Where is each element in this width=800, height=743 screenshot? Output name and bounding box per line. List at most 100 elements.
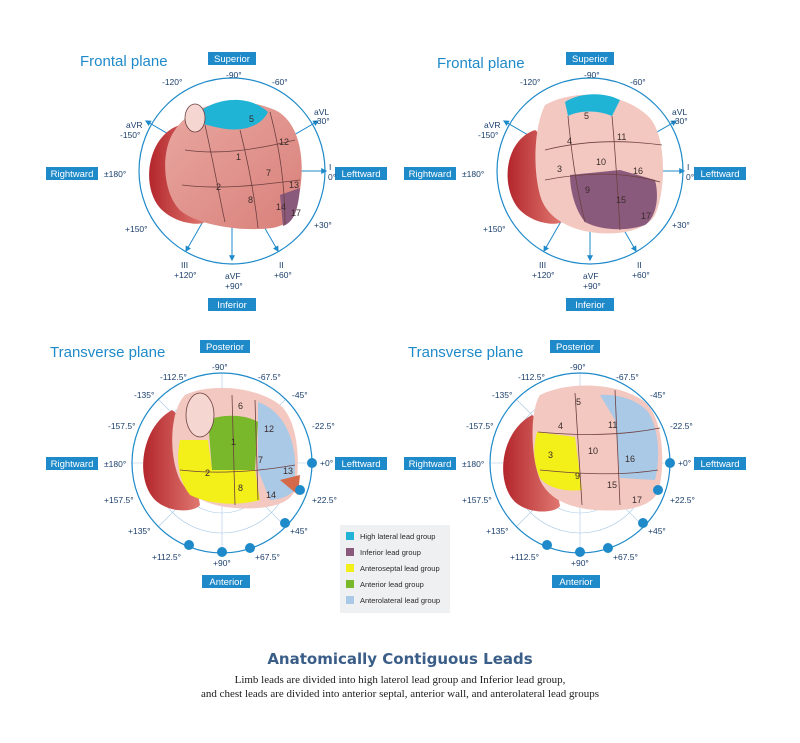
angle-label: ±180° [104, 459, 126, 469]
angle-label: +60° [274, 270, 292, 280]
segment-4: 4 [558, 421, 563, 431]
lead-v3-marker [245, 543, 255, 553]
angle-label: ±180° [462, 459, 484, 469]
lead-label: aVL [672, 107, 687, 117]
angle-label: +112.5° [152, 552, 181, 562]
angle-label: -157.5° [466, 421, 494, 431]
angle-labels: -112.5° -90° -67.5° -135° -45° -157.5° -… [462, 362, 695, 568]
caption-line-2: and chest leads are divided into anterio… [201, 688, 599, 700]
lead-v4-marker [638, 518, 648, 528]
legend-item-high-lateral: High lateral lead group [346, 530, 435, 542]
segment-5: 5 [584, 111, 589, 121]
angle-label: -45° [292, 390, 308, 400]
posterior-tag [550, 340, 600, 353]
panel-title: Frontal plane [80, 53, 168, 70]
leftward-label: Lefttward [700, 459, 739, 470]
leftward-tag [335, 167, 387, 180]
angle-label: -150° [478, 130, 498, 140]
superior-label: Superior [214, 54, 250, 65]
anterior-label: Anterior [209, 577, 242, 588]
anteroseptal-region [534, 432, 582, 491]
segment-16: 16 [625, 454, 635, 464]
lead-group-legend: High lateral lead group Inferior lead gr… [340, 525, 450, 613]
leftward-tag [694, 167, 746, 180]
angle-label: +90° [571, 558, 589, 568]
angle-label: -90° [570, 362, 586, 372]
lead-label: II [279, 260, 284, 270]
legend-label: Anterolateral lead group [360, 595, 441, 605]
segment-5: 5 [576, 397, 581, 407]
angle-label: +30° [672, 220, 690, 230]
lead-label: aVR [484, 120, 501, 130]
posterior-tag [200, 340, 250, 353]
angle-label: +90° [213, 558, 231, 568]
lead-label: I [329, 162, 331, 172]
posterior-label: Posterior [206, 342, 244, 353]
lead-label: aVL [314, 107, 329, 117]
posterior-label: Posterior [556, 342, 594, 353]
segment-1: 1 [236, 152, 241, 162]
segment-labels: 1 2 6 7 8 12 13 14 [205, 401, 293, 500]
segment-9: 9 [585, 185, 590, 195]
angle-label: +90° [583, 281, 601, 291]
rightward-label: Rightward [409, 169, 452, 180]
legend-swatch [346, 532, 354, 540]
lead-v5-marker [653, 485, 663, 495]
angle-label: -157.5° [108, 421, 136, 431]
superior-tag [566, 52, 614, 65]
angle-label: -22.5° [312, 421, 335, 431]
angle-label: +45° [290, 526, 308, 536]
angle-label: -90° [212, 362, 228, 372]
angle-label: +150° [125, 224, 148, 234]
superior-tag [208, 52, 256, 65]
anterolateral-region [600, 394, 659, 480]
legend-swatch [346, 564, 354, 572]
anterior-label: Anterior [559, 577, 592, 588]
angle-label: +22.5° [670, 495, 695, 505]
caption-line-1: Limb leads are divided into high laterol… [234, 674, 566, 686]
segment-6: 12 [279, 137, 289, 147]
angle-label: +157.5° [104, 495, 134, 505]
angle-label: -67.5° [258, 372, 281, 382]
segment-labels: 1 2 5 12 7 8 13 14 17 [216, 114, 301, 218]
rightward-label: Rightward [51, 459, 94, 470]
segment-12: 12 [264, 424, 274, 434]
legend-label: High lateral lead group [360, 531, 436, 541]
angle-label: -135° [492, 390, 512, 400]
legend-label: Anterior lead group [360, 579, 424, 589]
inferior-label: Inferior [217, 300, 247, 311]
legend-swatch [346, 548, 354, 556]
angle-label: -150° [120, 130, 140, 140]
angle-label: -112.5° [518, 372, 545, 382]
lead-v1-marker [542, 540, 552, 550]
segment-16: 16 [633, 166, 643, 176]
lead-label: III [539, 260, 546, 270]
heart-illustration [149, 99, 302, 230]
angle-labels: -120° -90° -60° aVR -150° aVL -30° ±180°… [104, 70, 336, 291]
legend-item-anteroseptal: Anteroseptal lead group [346, 562, 440, 574]
segment-2: 2 [216, 182, 221, 192]
angle-label: -112.5° [160, 372, 187, 382]
lead-label: aVR [126, 120, 143, 130]
heart-illustration [143, 387, 300, 511]
transverse-plane-left-panel: Transverse plane 1 2 [46, 340, 387, 588]
segment-labels: 3 4 5 9 10 11 15 16 17 [548, 397, 642, 505]
lead-label: I [687, 162, 689, 172]
leftward-tag [335, 457, 387, 470]
lead-v6-marker [307, 458, 317, 468]
angle-label: +112.5° [510, 552, 539, 562]
angle-label: +45° [648, 526, 666, 536]
angle-label: +157.5° [462, 495, 492, 505]
segment-5: 5 [249, 114, 254, 124]
inferior-label: Inferior [575, 300, 605, 311]
segment-10: 10 [596, 157, 606, 167]
lead-v3-marker [603, 543, 613, 553]
angle-label: -60° [630, 77, 646, 87]
rightward-tag [404, 167, 456, 180]
segment-9: 9 [575, 471, 580, 481]
lead-v6-marker [665, 458, 675, 468]
angle-label: +90° [225, 281, 243, 291]
angle-label: +150° [483, 224, 506, 234]
chest-lead-markers [184, 458, 317, 557]
